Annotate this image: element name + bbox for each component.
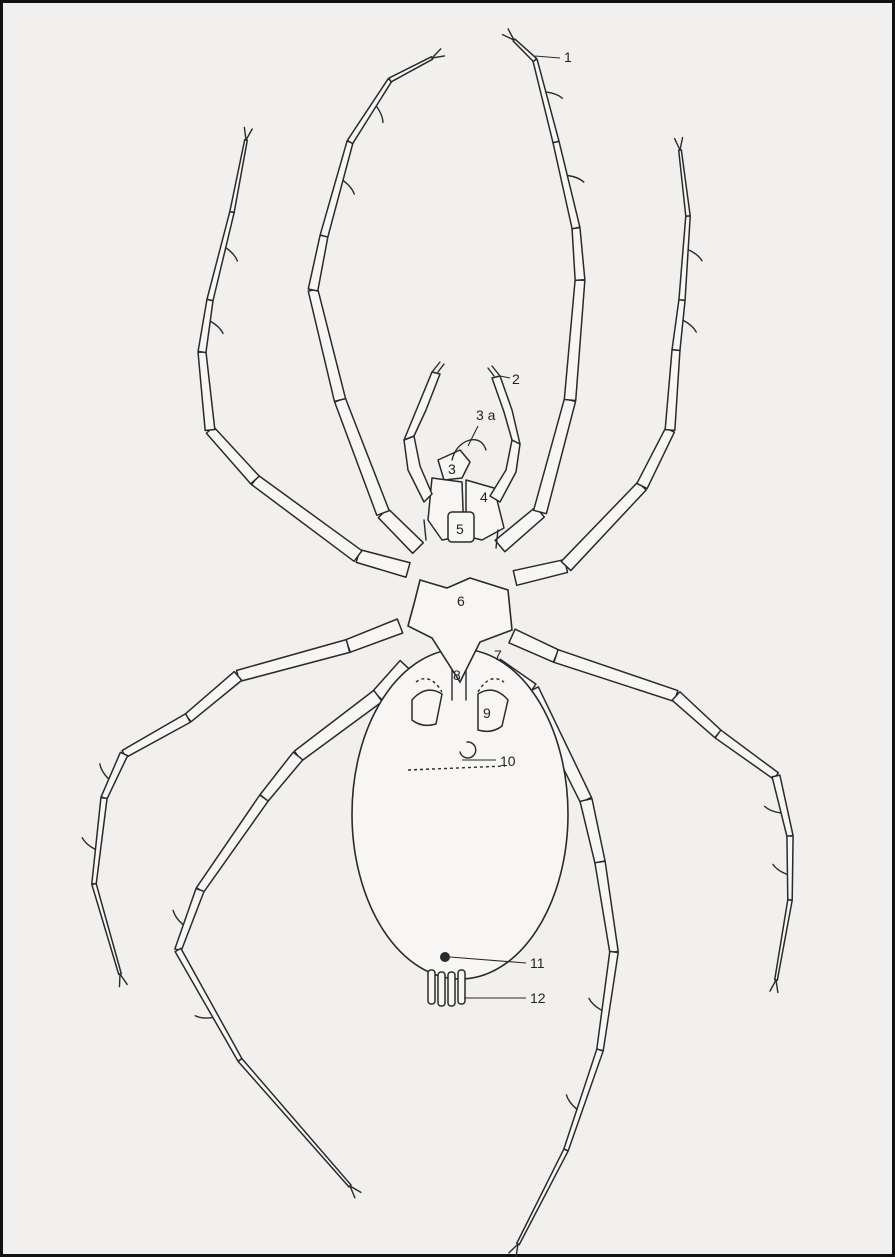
leg-left-2-segment — [230, 140, 247, 213]
leg-left-1-segment — [389, 57, 433, 82]
leg-right-1-claw — [503, 29, 514, 40]
leg-left-1-spine — [377, 106, 383, 122]
leg-right-3-segment — [509, 629, 559, 662]
leg-left-4-spine — [195, 1016, 212, 1018]
leg-right-4-segment — [580, 799, 605, 863]
leg-left-1-segment — [308, 235, 328, 291]
leg-left-1-claw — [432, 49, 444, 58]
label-2: 2 — [512, 371, 520, 387]
leg-right-3-claw — [770, 980, 778, 993]
leg-left-4-segment — [175, 948, 242, 1061]
anal-tubercle — [440, 952, 450, 962]
abdomen — [352, 649, 568, 979]
leg-right-2-segment — [679, 150, 691, 216]
leg-left-4-spine — [173, 910, 183, 924]
leg-right-3-segment — [672, 692, 721, 738]
leg-left-1-segment — [308, 289, 345, 402]
leg-left-1-segment — [378, 508, 423, 553]
leg-right-4-segment — [595, 861, 618, 952]
leg-left-3-segment — [185, 672, 242, 722]
leg-right-2-claw — [675, 138, 683, 150]
leg-left-2-segment — [207, 211, 234, 300]
leg-right-3-spine — [773, 864, 787, 874]
leg-right-4-spine — [566, 1095, 576, 1109]
leg-right-2-spine — [684, 320, 697, 332]
label-8: 8 — [453, 667, 461, 683]
leg-left-2-segment — [252, 475, 362, 561]
leg-left-1-spine — [343, 181, 354, 194]
leg-right-1-spine — [546, 92, 562, 98]
label-4: 4 — [480, 489, 488, 505]
leg-left-3-spine — [82, 838, 95, 850]
leg-right-3-segment — [772, 775, 793, 837]
label-1: 1 — [564, 49, 572, 65]
leader-2 — [500, 376, 510, 378]
leg-right-1-segment — [513, 39, 536, 62]
leg-left-1-segment — [335, 398, 390, 515]
label-6: 6 — [457, 593, 465, 609]
leg-right-3-segment — [787, 836, 793, 900]
leg-left-2-spine — [211, 321, 223, 333]
leg-left-2-segment — [206, 427, 259, 484]
pedipalps — [404, 362, 520, 502]
leg-left-1-segment — [320, 141, 353, 237]
label-3: 3 — [448, 461, 456, 477]
label-11: 11 — [530, 955, 545, 971]
leg-right-3-spine — [765, 806, 781, 813]
leg-left-3-segment — [236, 640, 349, 682]
leg-left-2-spine — [226, 248, 237, 261]
leg-right-4-segment — [517, 1149, 568, 1245]
leg-right-2-spine — [689, 250, 702, 261]
leg-left-3-segment — [346, 619, 403, 652]
label-12: 12 — [530, 990, 546, 1006]
leg-left-3-segment — [122, 714, 190, 758]
leg-right-1-spine — [568, 176, 584, 183]
leg-right-2-segment — [665, 350, 680, 431]
leg-left-3-claw — [119, 974, 127, 987]
leg-right-2-segment — [672, 300, 685, 351]
leg-left-2-claw — [244, 127, 252, 140]
book-lung-left — [412, 690, 442, 725]
leg-left-4-segment — [238, 1058, 351, 1186]
leg-right-2-segment — [513, 560, 567, 586]
leg-right-1-segment — [572, 228, 585, 281]
leg-left-1-segment — [347, 79, 391, 144]
leg-right-1-segment — [534, 399, 576, 514]
leader-1 — [535, 56, 560, 58]
label-9: 9 — [483, 705, 491, 721]
leg-left-2-segment — [356, 550, 410, 578]
leg-right-4-segment — [597, 951, 618, 1050]
leg-right-4-claw — [509, 1244, 518, 1257]
label-5: 5 — [456, 521, 464, 537]
leg-left-4-claw — [350, 1186, 361, 1198]
leg-right-1-segment — [553, 141, 580, 229]
label-3a: 3 a — [476, 407, 496, 423]
leg-left-4-segment — [175, 889, 204, 952]
leg-left-3-segment — [92, 883, 121, 974]
leg-right-2-segment — [561, 482, 646, 571]
label-7: 7 — [494, 647, 502, 663]
leg-right-2-segment — [679, 216, 690, 300]
leg-left-3-spine — [100, 764, 109, 779]
leg-right-3-segment — [715, 730, 778, 779]
leg-right-4-spine — [589, 998, 601, 1010]
leg-right-2-segment — [637, 428, 674, 489]
leg-left-2-segment — [198, 352, 215, 431]
leg-right-3-segment — [554, 650, 678, 702]
leg-left-2-segment — [198, 300, 213, 353]
leg-right-4-segment — [564, 1049, 603, 1151]
leg-right-3-segment — [775, 900, 792, 981]
leg-left-4-segment — [197, 795, 269, 892]
leg-left-4-segment — [260, 752, 303, 801]
label-10: 10 — [500, 753, 516, 769]
leg-left-3-segment — [92, 798, 107, 885]
leader-3a — [468, 426, 478, 446]
leg-right-1-segment — [564, 280, 585, 401]
leg-right-1-segment — [533, 59, 559, 142]
